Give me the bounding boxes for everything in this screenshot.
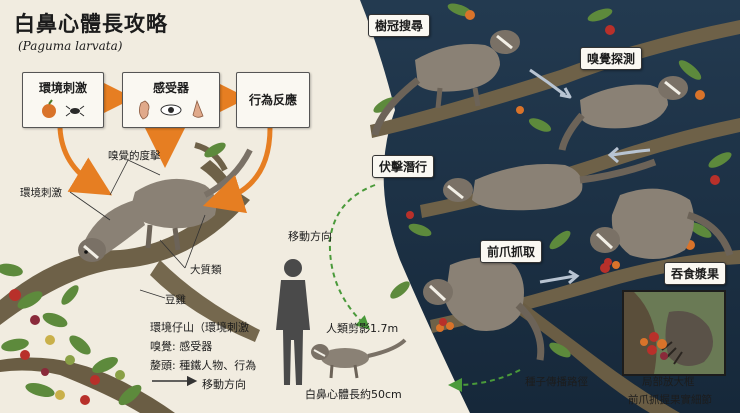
inset-zoom-box bbox=[622, 290, 726, 376]
move-path-dashed bbox=[328, 184, 376, 330]
civet-size-reference bbox=[311, 338, 407, 379]
stage-tag-ambush-stalk: 伏擊潛行 bbox=[372, 155, 435, 178]
human-silhouette bbox=[276, 259, 310, 385]
label-big-fruit: 大質類 bbox=[190, 264, 222, 276]
flow-box-response-label: 行為反應 bbox=[248, 93, 297, 107]
legend: 環境仔山（環境刺激 嗅覺: 感受器 嫠頭: 種鐵人物、行為 移動方向 bbox=[150, 318, 256, 394]
civet-left bbox=[78, 148, 253, 262]
flow-box-stimulus: 環境刺激 bbox=[22, 72, 104, 128]
legend-line-1: 環境仔山（環境刺激 bbox=[150, 321, 249, 334]
label-smell-alert: 嗅覺的度擊 bbox=[108, 150, 161, 162]
flow-box-response: 行為反應 bbox=[236, 72, 310, 128]
label-move-direction: 移動方向 bbox=[288, 230, 332, 243]
flow-box-receptor-label: 感受器 bbox=[152, 81, 189, 95]
civet-stage-5 bbox=[590, 188, 734, 269]
stage-tag-swallow-fruit: 吞食漿果 bbox=[664, 262, 727, 285]
stage-tag-smell-probe: 嗅覺探測 bbox=[580, 47, 643, 70]
label-inset-caption: 前爪抓握果實細節 bbox=[628, 394, 712, 406]
label-bean: 豆雞 bbox=[165, 294, 186, 306]
civet-stage-2 bbox=[558, 76, 688, 151]
label-human-height: 人類剪影1.7m bbox=[326, 322, 399, 335]
legend-line-3: 嫠頭: 種鐵人物、行為 bbox=[150, 359, 257, 372]
stage-tag-claw-grab: 前爪抓取 bbox=[480, 240, 543, 263]
civet-stage-1 bbox=[371, 30, 520, 136]
left-tree bbox=[0, 142, 260, 413]
label-env-stimulus: 環境刺激 bbox=[20, 187, 62, 199]
civet-stage-3 bbox=[443, 158, 657, 211]
legend-line-2: 嗅覺: 感受器 bbox=[150, 340, 213, 353]
ear-eye-nose-icon bbox=[139, 99, 204, 120]
legend-line-4: 移動方向 bbox=[202, 378, 246, 391]
flow-box-receptor: 感受器 bbox=[122, 72, 220, 128]
claw-grip-illustration bbox=[624, 292, 724, 374]
fruit-and-insect-icon bbox=[42, 99, 85, 118]
page-title: 白鼻心體長攻略 bbox=[14, 12, 168, 36]
label-civet-length: 白鼻心體長約50cm bbox=[305, 388, 402, 401]
label-seed-path: 種子傳播路徑 bbox=[525, 376, 588, 388]
latin-name: (Paguma larvata) bbox=[18, 39, 123, 53]
stage-arrows bbox=[529, 68, 651, 285]
label-inset-title: 局部放大框 bbox=[642, 376, 695, 388]
stage-tag-canopy-search: 樹冠搜尋 bbox=[368, 14, 431, 37]
civet-stage-4 bbox=[423, 257, 545, 361]
leader-lines-left bbox=[69, 159, 206, 299]
flow-box-stimulus-label: 環境刺激 bbox=[38, 81, 87, 95]
flow-arrows bbox=[57, 82, 273, 214]
